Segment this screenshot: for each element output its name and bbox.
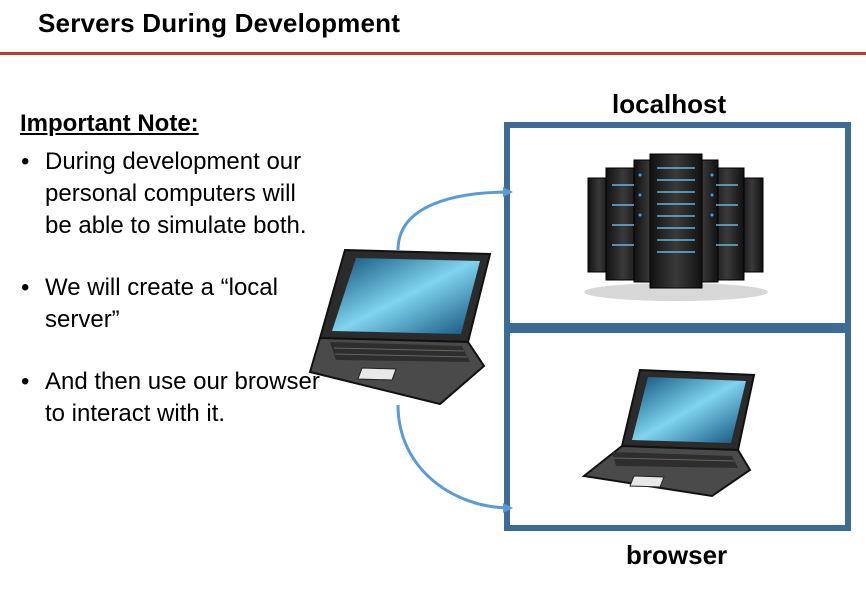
- bullet-text: We will create a “local server”: [45, 274, 278, 333]
- server-icon: [584, 153, 768, 301]
- browser-label: browser: [626, 540, 728, 570]
- localhost-label: localhost: [612, 89, 727, 119]
- arrow-to-browser: [396, 404, 513, 513]
- title-divider: [0, 52, 866, 55]
- localhost-box: [504, 122, 851, 329]
- note-heading: Important Note:: [20, 110, 199, 137]
- laptop-icon: [308, 248, 492, 406]
- bullet-text: And then use our browser to interact wit…: [45, 368, 320, 427]
- bullet-marker: •: [21, 148, 30, 175]
- bullet-marker: •: [21, 368, 30, 395]
- bullet-item: • And then use our browser to interact w…: [20, 366, 320, 430]
- bullet-item: • During development our personal comput…: [20, 146, 320, 242]
- browser-box: [504, 327, 851, 531]
- bullet-text: During development our personal computer…: [45, 148, 307, 239]
- bullet-item: • We will create a “local server”: [20, 272, 320, 336]
- bullet-marker: •: [21, 274, 30, 301]
- arrow-to-localhost: [396, 187, 513, 251]
- browser-laptop-icon: [581, 368, 756, 498]
- slide-title: Servers During Development: [38, 8, 401, 38]
- bullet-list: • During development our personal comput…: [20, 146, 320, 430]
